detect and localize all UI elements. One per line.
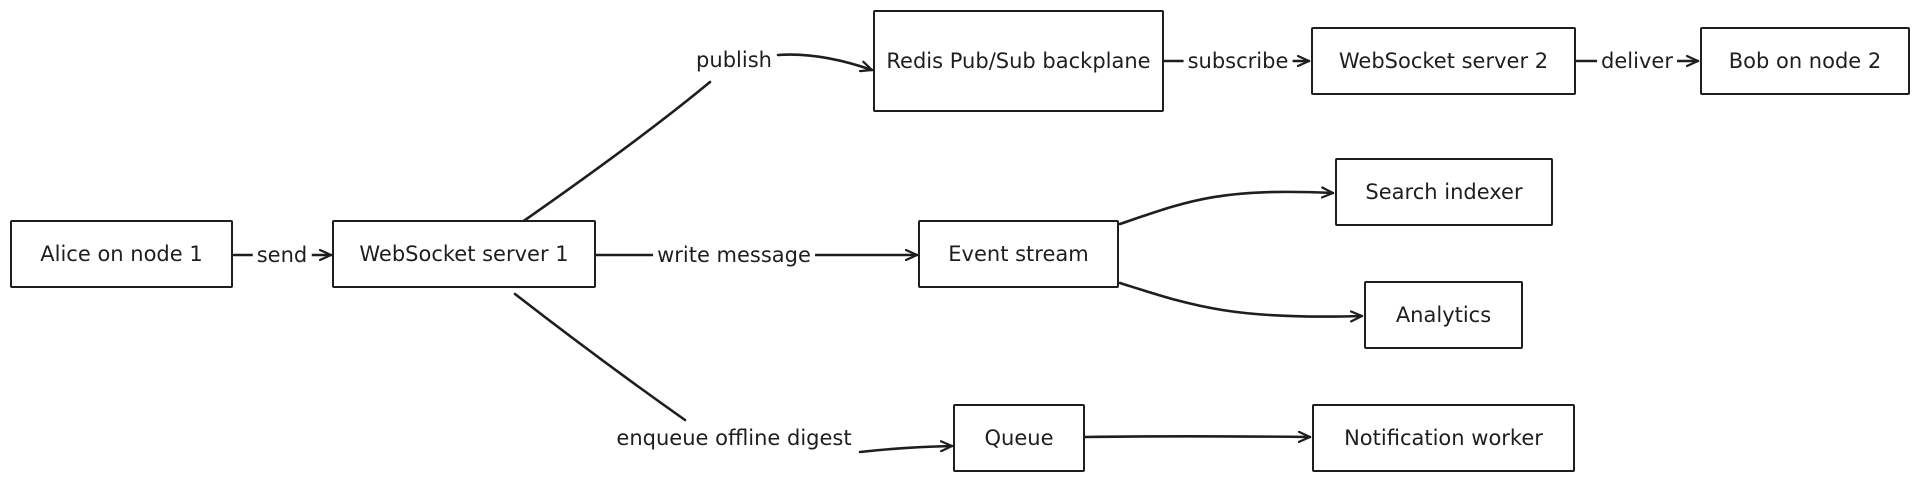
- edge-to-analytics: [1118, 281, 1364, 317]
- node-label: Alice on node 1: [40, 242, 203, 266]
- node-event-stream[interactable]: Event stream: [918, 220, 1119, 288]
- node-notification-worker[interactable]: Notification worker: [1312, 404, 1575, 472]
- node-bob-on-node-2[interactable]: Bob on node 2: [1700, 27, 1910, 95]
- node-label: Notification worker: [1344, 426, 1543, 450]
- node-search-indexer[interactable]: Search indexer: [1335, 158, 1553, 226]
- node-websocket-server-2[interactable]: WebSocket server 2: [1311, 27, 1576, 95]
- edge-label-send: send: [252, 242, 312, 268]
- node-label: Analytics: [1395, 303, 1492, 327]
- node-label: Bob on node 2: [1728, 49, 1882, 73]
- edge-label-subscribe: subscribe: [1183, 48, 1293, 74]
- edge-label-deliver: deliver: [1597, 48, 1677, 74]
- edge-to-notification-worker: [1083, 436, 1312, 437]
- edge-enqueue-offline-digest: [513, 292, 952, 452]
- edge-label-write-message: write message: [653, 242, 815, 268]
- node-alice-on-node-1[interactable]: Alice on node 1: [10, 220, 233, 288]
- node-analytics[interactable]: Analytics: [1364, 281, 1523, 349]
- node-queue[interactable]: Queue: [953, 404, 1085, 472]
- edge-label-enqueue-offline-digest: enqueue offline digest: [612, 425, 856, 451]
- node-label: WebSocket server 1: [359, 242, 569, 266]
- edge-label-publish: publish: [692, 47, 776, 73]
- node-label: WebSocket server 2: [1338, 49, 1549, 73]
- node-label: Event stream: [948, 242, 1089, 266]
- node-label: Search indexer: [1365, 180, 1523, 204]
- node-label: Queue: [984, 426, 1054, 450]
- node-label: Redis Pub/Sub backplane: [886, 49, 1151, 73]
- node-redis-pubsub-backplane[interactable]: Redis Pub/Sub backplane: [873, 10, 1164, 112]
- edge-to-search-indexer: [1118, 192, 1335, 226]
- node-websocket-server-1[interactable]: WebSocket server 1: [332, 220, 596, 288]
- edge-publish: [513, 53, 872, 229]
